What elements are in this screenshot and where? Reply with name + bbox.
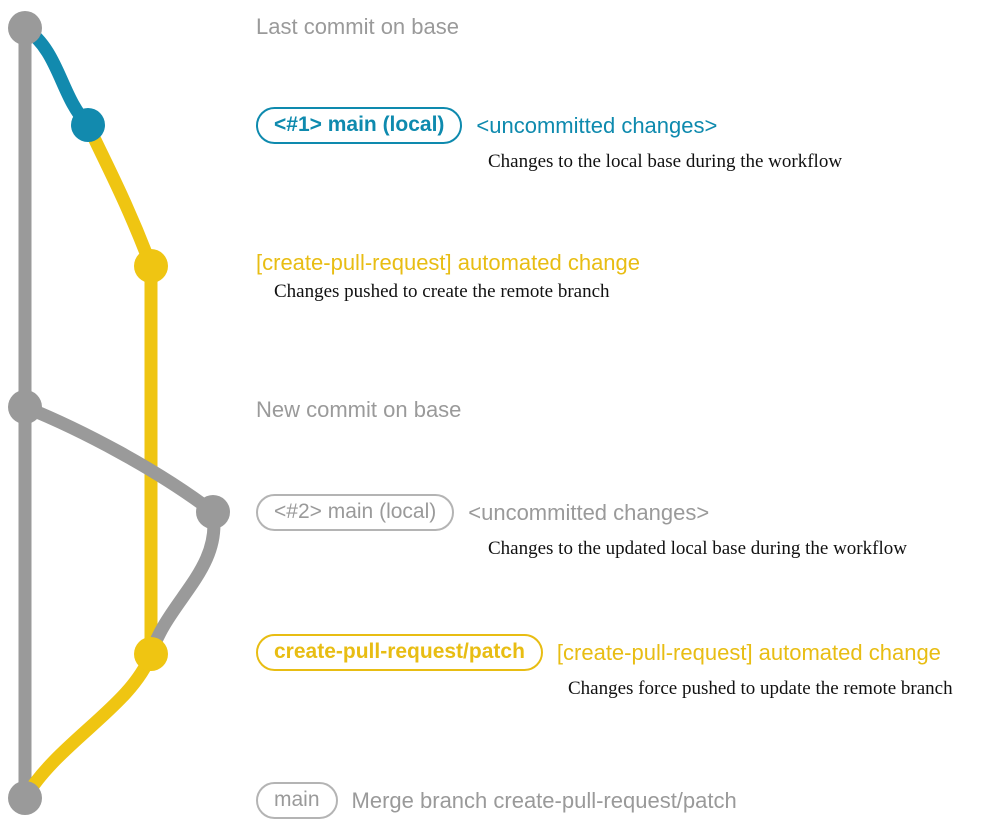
commit-entry: <#2> main (local) <uncommitted changes> Ch… xyxy=(256,494,907,560)
graph-edge xyxy=(18,647,158,805)
commit-node[interactable]: create-pull-request/patch xyxy=(134,637,168,671)
commit-subject: [create-pull-request] automated change xyxy=(256,250,641,275)
graph-edges xyxy=(18,21,221,805)
commit-entry: New commit on base xyxy=(256,397,461,423)
branch-badge[interactable]: <#2> main (local) xyxy=(256,494,455,531)
commit-entry: main Merge branch create-pull-request/pat… xyxy=(256,782,737,819)
branch-badge[interactable]: <#1> main (local) xyxy=(256,107,463,144)
branch-badge[interactable]: create-pull-request/patch xyxy=(256,634,543,671)
graph-edge xyxy=(144,505,221,661)
commit-note: Changes to the updated local base during… xyxy=(488,538,907,559)
commit-note: Changes to the local base during the wor… xyxy=(488,151,843,172)
commit-entry: Last commit on base xyxy=(256,14,459,40)
commit-entry-head: <#2> main (local) <uncommitted changes> xyxy=(256,494,907,531)
commit-entry-head: <#1> main (local) <uncommitted changes> xyxy=(256,107,842,144)
graph-nodes: last commit on base <#1> main (local) [cre… xyxy=(8,11,230,815)
commit-entry-head: main Merge branch create-pull-request/pat… xyxy=(256,782,737,819)
commit-node[interactable]: new commit on base xyxy=(8,390,42,424)
commit-subject: Merge branch create-pull-request/patch xyxy=(351,787,737,813)
base-commit-label: Last commit on base xyxy=(256,14,459,39)
commit-node[interactable]: [create-pull-request] automated change xyxy=(134,249,168,283)
commit-entry: create-pull-request/patch [create-pull-re… xyxy=(256,634,953,700)
commit-entry-head: [create-pull-request] automated change xyxy=(256,252,640,274)
commit-node[interactable]: main merge commit xyxy=(8,781,42,815)
commit-entry: <#1> main (local) <uncommitted changes> Ch… xyxy=(256,107,842,173)
commit-subject: <uncommitted changes> xyxy=(476,112,718,138)
commit-subject: [create-pull-request] automated change xyxy=(556,639,941,665)
branch-badge[interactable]: main xyxy=(256,782,338,819)
base-commit-label: New commit on base xyxy=(256,397,462,422)
commit-node[interactable]: <#1> main (local) xyxy=(71,108,105,142)
commit-note: Changes force pushed to update the remot… xyxy=(568,678,953,699)
graph-edge xyxy=(18,400,220,519)
graph-edge xyxy=(18,21,95,132)
commit-subject: <uncommitted changes> xyxy=(468,499,710,525)
commit-node[interactable]: last commit on base xyxy=(8,11,42,45)
commit-entry-head: create-pull-request/patch [create-pull-re… xyxy=(256,634,953,671)
commit-note: Changes pushed to create the remote bran… xyxy=(274,281,610,302)
commit-node[interactable]: <#2> main (local) xyxy=(196,495,230,529)
graph-edge xyxy=(81,118,158,273)
